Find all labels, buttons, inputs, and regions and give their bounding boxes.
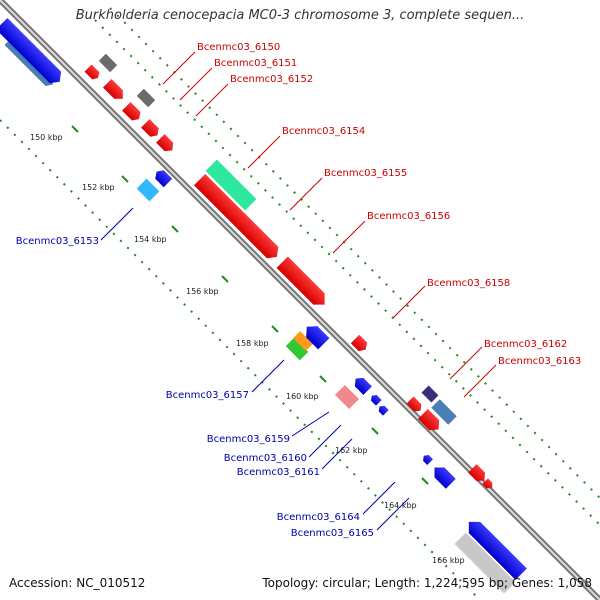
gene-label-bcenmc03-6151[interactable]: Bcenmc03_6151: [214, 58, 297, 69]
gene-label-bcenmc03-6160[interactable]: Bcenmc03_6160: [224, 453, 307, 464]
gene-feature[interactable]: [431, 399, 457, 425]
callout-lines: [100, 51, 497, 531]
gene-feature[interactable]: [276, 256, 331, 311]
gene-feature[interactable]: [156, 134, 177, 155]
gene-label-bcenmc03-6152[interactable]: Bcenmc03_6152: [230, 74, 313, 85]
tick-label-166: 166 kbp: [432, 556, 465, 565]
gene-feature[interactable]: [141, 119, 162, 140]
gene-feature[interactable]: [463, 516, 527, 580]
gene-feature[interactable]: [482, 478, 495, 491]
gene-label-bcenmc03-6157[interactable]: Bcenmc03_6157: [166, 390, 249, 401]
gene-feature[interactable]: [421, 385, 439, 403]
tick-label-156: 156 kbp: [186, 287, 219, 296]
gene-feature[interactable]: [421, 453, 433, 465]
gene-feature[interactable]: [417, 408, 443, 434]
gene-feature[interactable]: [136, 88, 156, 108]
map-title: Burkholderia cenocepacia MC0-3 chromosom…: [75, 8, 525, 23]
tick-label-162: 162 kbp: [335, 446, 368, 455]
gene-feature[interactable]: [334, 384, 360, 410]
genome-summary-text: Topology: circular; Length: 1,224,595 bp…: [262, 576, 592, 590]
gene-label-bcenmc03-6150[interactable]: Bcenmc03_6150: [197, 42, 280, 53]
gene-feature[interactable]: [136, 178, 160, 202]
gene-label-bcenmc03-6154[interactable]: Bcenmc03_6154: [282, 126, 365, 137]
gene-feature[interactable]: [350, 334, 370, 354]
gene-label-bcenmc03-6158[interactable]: Bcenmc03_6158: [427, 278, 510, 289]
tick-label-160: 160 kbp: [286, 392, 319, 401]
gene-feature[interactable]: [351, 374, 372, 395]
gene-label-bcenmc03-6156[interactable]: Bcenmc03_6156: [367, 211, 450, 222]
gene-label-bcenmc03-6164[interactable]: Bcenmc03_6164: [277, 512, 360, 523]
tick-label-152: 152 kbp: [82, 183, 115, 192]
gene-feature[interactable]: [228, 208, 283, 263]
tick-marks: 150 kbp 152 kbp 154 kbp 156 kbp 158 kbp …: [30, 125, 479, 565]
gene-label-bcenmc03-6153[interactable]: Bcenmc03_6153: [16, 236, 99, 247]
gene-label-bcenmc03-6163[interactable]: Bcenmc03_6163: [498, 356, 581, 367]
gene-feature[interactable]: [430, 463, 456, 489]
gene-feature[interactable]: [122, 102, 143, 123]
gene-feature[interactable]: [98, 53, 118, 73]
gene-feature[interactable]: [205, 159, 257, 211]
gene-label-bcenmc03-6155[interactable]: Bcenmc03_6155: [324, 168, 407, 179]
gene-labels-reverse: Bcenmc03_6153 Bcenmc03_6157 Bcenmc03_615…: [16, 236, 374, 539]
gene-feature[interactable]: [193, 173, 243, 223]
tick-label-150: 150 kbp: [30, 133, 63, 142]
tick-label-154: 154 kbp: [134, 235, 167, 244]
accession-text: Accession: NC_010512: [9, 576, 146, 590]
tick-label-164: 164 kbp: [384, 501, 417, 510]
forward-strand-genes: [84, 53, 495, 491]
gene-feature[interactable]: [102, 78, 127, 103]
gene-label-bcenmc03-6161[interactable]: Bcenmc03_6161: [237, 467, 320, 478]
gene-label-bcenmc03-6159[interactable]: Bcenmc03_6159: [207, 434, 290, 445]
gene-labels-forward: Bcenmc03_6150 Bcenmc03_6151 Bcenmc03_615…: [197, 42, 581, 367]
gene-feature[interactable]: [84, 64, 102, 82]
gene-feature[interactable]: [301, 321, 330, 350]
gene-feature[interactable]: [468, 464, 489, 485]
gene-label-bcenmc03-6162[interactable]: Bcenmc03_6162: [484, 339, 567, 350]
gene-feature[interactable]: [454, 532, 516, 594]
gene-feature[interactable]: [285, 337, 309, 361]
tick-label-158: 158 kbp: [236, 339, 269, 348]
gene-feature[interactable]: [293, 331, 313, 351]
gene-feature[interactable]: [377, 404, 389, 416]
gene-feature[interactable]: [152, 167, 173, 188]
gene-feature[interactable]: [369, 393, 382, 406]
gene-label-bcenmc03-6165[interactable]: Bcenmc03_6165: [291, 528, 374, 539]
reverse-strand-genes: [0, 18, 527, 594]
gene-feature[interactable]: [406, 396, 425, 415]
gene-feature[interactable]: [0, 18, 65, 87]
